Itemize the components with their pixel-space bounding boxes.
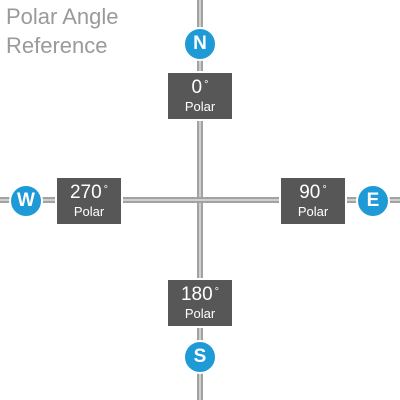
west-badge: W [9,184,43,218]
north-badge: N [183,27,217,61]
south-angle-value: 180° [180,284,220,305]
south-angle-box: 180° Polar [166,278,234,328]
horizontal-axis [0,197,400,203]
north-angle-unit: Polar [184,99,216,114]
east-badge: E [356,184,390,218]
east-angle-box: 90° Polar [279,176,347,226]
south-angle-unit: Polar [184,306,216,321]
west-angle-unit: Polar [73,204,105,219]
diagram-title: Polar Angle Reference [6,2,119,60]
east-angle-unit: Polar [297,204,329,219]
title-line-2: Reference [6,33,108,58]
south-badge: S [183,340,217,374]
north-angle-box: 0° Polar [166,71,234,121]
west-angle-box: 270° Polar [55,176,123,226]
east-angle-value: 90° [299,182,327,203]
west-angle-value: 270° [69,182,109,203]
north-angle-value: 0° [191,77,209,98]
title-line-1: Polar Angle [6,4,119,29]
